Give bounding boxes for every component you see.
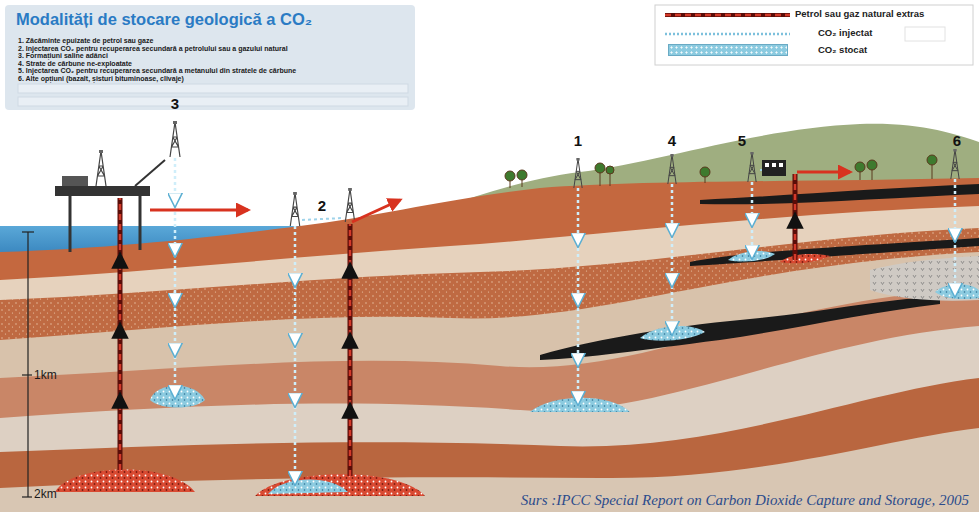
stratum [0,206,979,512]
trees [505,155,937,188]
legend-oil-line [665,14,790,17]
blank-bar [18,84,408,93]
depth-label: 1km [34,368,57,382]
callout-number: 2 [318,198,326,214]
blank-bar [18,97,408,106]
stratum [0,378,979,512]
legend-text: Petrol sau gaz natural extras [795,8,924,20]
coal-seam [700,184,979,204]
list-item: 5. Injectarea CO₂ pentru recuperarea sec… [18,67,296,75]
legend-panel [655,5,973,65]
list-item: 1. Zăcăminte epuizate de petrol sau gaze [18,37,153,45]
plant-window [765,163,769,167]
title-panel [5,5,415,110]
callout-number: 5 [738,133,746,149]
basalt-zone [870,256,979,301]
stratum [0,178,979,512]
platform-deck [55,186,150,196]
stratum [0,252,979,512]
depth-scale [22,232,34,497]
co2-plume [935,284,979,299]
co2-plume [150,386,205,408]
callout-number: 3 [171,96,179,112]
depth-label: 2km [34,487,57,501]
coal-seam [540,296,940,360]
callout-number: 6 [953,133,961,149]
plant-window [779,163,783,167]
co2-injection-line [175,158,955,478]
platform-crane [135,160,165,186]
derrick [345,188,354,222]
blank-box [905,27,945,41]
legend-injected-line [665,33,790,36]
derrick [170,121,180,157]
product-arrow [352,200,400,222]
co2-supply-line [760,169,762,171]
list-item: 2. Injectarea CO₂ pentru recuperarea sec… [18,45,288,53]
platform-leg [69,196,72,252]
source-caption: Surs :IPCC Special Report on Carbon Diox… [521,492,969,509]
derrick [668,154,676,184]
co2-plume [268,479,348,494]
stratum [0,326,979,512]
platform-house [62,176,88,186]
co2-plume [728,251,775,261]
product-arrow [797,171,850,174]
callout-number: 1 [574,133,582,149]
plant-building [762,160,786,176]
stratum [0,428,979,512]
gas-pocket [780,254,830,263]
co2-plume [640,326,705,341]
derrick [290,192,299,226]
co2-supply-line [302,218,343,220]
list-item: 6. Alte opțiuni (bazalt, șisturi bitumin… [18,75,184,83]
derrick [96,150,106,186]
derrick [574,158,582,188]
platform-leg [139,196,142,250]
stratum [0,288,979,512]
list-item: 4. Strate de cărbune ne-exploatate [18,60,132,68]
plant-window [772,163,776,167]
callout-number: 4 [668,133,676,149]
list-item: 3. Formațiuni saline adânci [18,52,108,60]
extraction-pipe [120,174,795,476]
stratum [0,228,979,512]
legend-oil-line [665,13,790,17]
oil-reservoir [55,469,195,492]
legend-swatch [668,44,788,56]
oil-reservoir [255,474,425,496]
diagram-title: Modalități de stocare geologică a CO₂ [16,9,312,29]
legend-text: CO₂ injectat [818,27,872,39]
derrick [748,152,756,182]
product-arrow [150,209,248,212]
derrick [951,149,959,179]
legend-text: CO₂ stocat [818,44,867,56]
co2-plume [530,398,630,412]
